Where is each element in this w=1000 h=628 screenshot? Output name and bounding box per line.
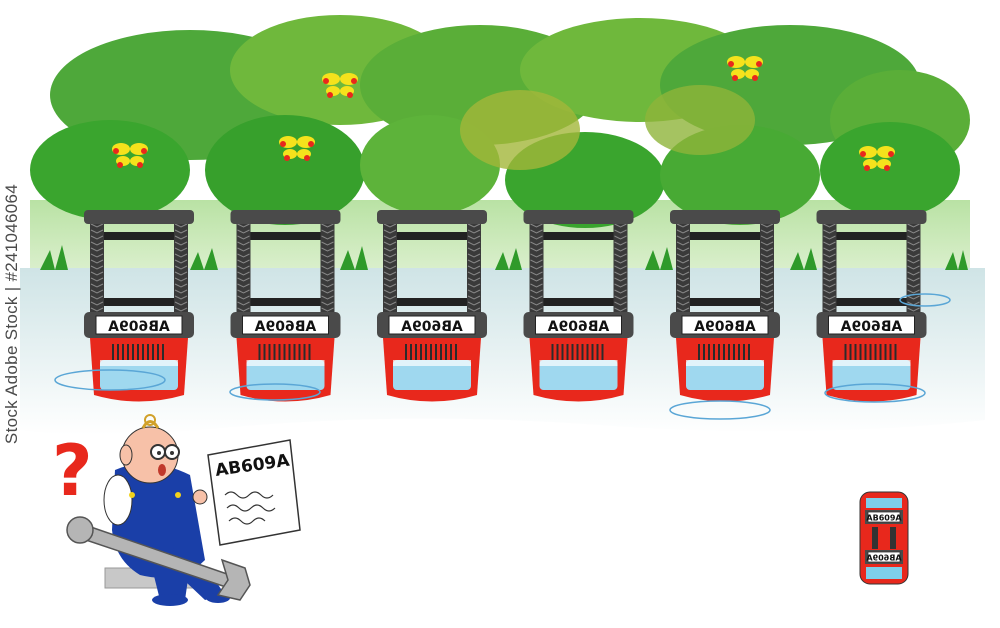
car: AB609A	[84, 210, 194, 402]
front-bumper	[377, 210, 487, 224]
license-plate-text: AB609A	[548, 319, 610, 335]
car: AB609A	[670, 210, 780, 402]
tire-left	[822, 220, 837, 320]
tire-right	[613, 220, 628, 320]
butterfly-icon	[322, 73, 358, 98]
front-bumper	[816, 210, 927, 224]
tire-left	[236, 220, 251, 320]
car-window	[539, 360, 618, 390]
car-window	[393, 360, 471, 390]
target-car: AB609A AB609A	[859, 491, 909, 585]
butterfly-icon	[279, 136, 315, 161]
front-bumper	[670, 210, 780, 224]
license-plate	[95, 315, 183, 335]
butterfly-icon	[727, 56, 763, 81]
tire-right	[320, 220, 335, 320]
front-bumper	[84, 210, 194, 224]
car: AB609A	[523, 210, 634, 402]
tire-left	[383, 220, 397, 320]
tire-right	[760, 220, 774, 320]
tire-left	[676, 220, 690, 320]
license-plate	[681, 315, 769, 335]
car: AB609A	[377, 210, 487, 402]
butterfly-icon	[859, 146, 895, 171]
car-window	[686, 360, 764, 390]
bushes	[30, 15, 970, 228]
water-ripples	[54, 293, 951, 420]
car-window	[832, 360, 911, 390]
license-plate	[828, 315, 915, 335]
front-bumper	[230, 210, 341, 224]
car: AB609A	[230, 210, 341, 402]
car-window	[246, 360, 325, 390]
license-plate-text: AB609A	[108, 319, 170, 335]
cars-row: AB609A AB609A AB609A AB609A AB609A AB609A	[84, 210, 927, 402]
tire-left	[529, 220, 544, 320]
license-plate-text: AB609A	[401, 319, 463, 335]
car-window	[100, 360, 178, 390]
target-plate-mirrored: AB609A	[866, 554, 902, 563]
front-bumper	[523, 210, 634, 224]
paper-note: AB609A	[207, 439, 301, 546]
tire-right	[174, 220, 188, 320]
license-plate-text: AB609A	[841, 319, 903, 335]
wrench-icon	[66, 516, 251, 601]
car: AB609A	[816, 210, 927, 402]
grass-tufts	[40, 245, 968, 270]
question-mark: ?	[52, 430, 93, 512]
tire-left	[90, 220, 104, 320]
butterfly-icon	[112, 143, 148, 168]
license-plate	[388, 315, 476, 335]
license-plate	[242, 315, 329, 335]
license-plate-text: AB609A	[255, 319, 317, 335]
license-plate	[535, 315, 622, 335]
tire-right	[467, 220, 481, 320]
watermark-text: Stock Adobe Stock | #241046064	[2, 183, 21, 445]
target-plate: AB609A	[866, 514, 902, 523]
license-plate-text: AB609A	[694, 319, 756, 335]
